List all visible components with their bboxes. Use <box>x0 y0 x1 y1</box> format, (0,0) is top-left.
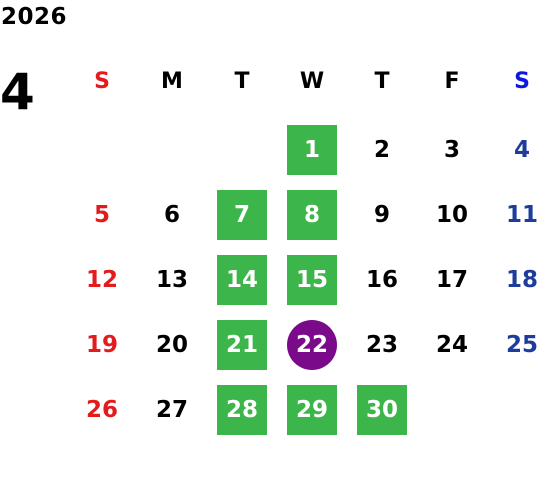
highlighted-day: 21 <box>217 320 267 370</box>
highlighted-day: 30 <box>357 385 407 435</box>
day-number: 20 <box>155 332 188 358</box>
day-number: 23 <box>365 332 398 358</box>
day-number: 6 <box>163 202 180 228</box>
day-cell[interactable]: 13 <box>137 255 207 305</box>
highlighted-day: 14 <box>217 255 267 305</box>
year-label: 2026 <box>1 4 68 30</box>
weekday-tuesday: T <box>234 69 250 94</box>
highlighted-day: 29 <box>287 385 337 435</box>
day-cell[interactable]: 11 <box>487 190 548 240</box>
highlighted-day: 8 <box>287 190 337 240</box>
day-cell[interactable]: 24 <box>417 320 487 370</box>
day-cell[interactable]: 7 <box>207 190 277 240</box>
day-number: 10 <box>435 202 468 228</box>
weekday-wednesday: W <box>299 69 325 94</box>
day-cell[interactable]: 28 <box>207 385 277 435</box>
day-cell[interactable]: 6 <box>137 190 207 240</box>
day-number: 18 <box>505 267 538 293</box>
weekday-sunday: S <box>94 69 110 94</box>
day-cell[interactable]: 20 <box>137 320 207 370</box>
highlighted-day: 7 <box>217 190 267 240</box>
month-number: 4 <box>0 63 35 121</box>
weekday-monday: M <box>161 69 183 94</box>
day-cell[interactable]: 4 <box>487 125 548 175</box>
highlighted-day: 28 <box>217 385 267 435</box>
day-cell[interactable]: 17 <box>417 255 487 305</box>
day-number: 25 <box>505 332 538 358</box>
today-marker: 22 <box>287 320 337 370</box>
day-number: 13 <box>155 267 188 293</box>
day-cell[interactable]: 25 <box>487 320 548 370</box>
weekday-friday: F <box>444 69 460 94</box>
day-cell[interactable]: 23 <box>347 320 417 370</box>
day-cell[interactable]: 18 <box>487 255 548 305</box>
day-cell[interactable]: 27 <box>137 385 207 435</box>
weekday-saturday: S <box>514 69 530 94</box>
day-number: 17 <box>435 267 468 293</box>
day-cell[interactable]: 10 <box>417 190 487 240</box>
day-number: 11 <box>505 202 538 228</box>
day-cell[interactable]: 12 <box>67 255 137 305</box>
day-number: 12 <box>85 267 118 293</box>
day-number: 16 <box>365 267 398 293</box>
day-number: 4 <box>513 137 530 163</box>
day-cell[interactable]: 5 <box>67 190 137 240</box>
day-number: 5 <box>93 202 110 228</box>
day-cell[interactable]: 19 <box>67 320 137 370</box>
day-cell[interactable]: 22 <box>277 320 347 370</box>
highlighted-day: 15 <box>287 255 337 305</box>
day-cell[interactable]: 3 <box>417 125 487 175</box>
day-number: 19 <box>85 332 118 358</box>
day-cell[interactable]: 2 <box>347 125 417 175</box>
day-cell[interactable]: 29 <box>277 385 347 435</box>
day-cell[interactable]: 16 <box>347 255 417 305</box>
day-number: 24 <box>435 332 468 358</box>
day-cell[interactable]: 26 <box>67 385 137 435</box>
day-number: 26 <box>85 397 118 423</box>
day-number: 3 <box>443 137 460 163</box>
day-cell[interactable]: 15 <box>277 255 347 305</box>
weekday-thursday: T <box>374 69 390 94</box>
day-number: 27 <box>155 397 188 423</box>
day-cell[interactable]: 9 <box>347 190 417 240</box>
weekday-header-row: S M T W T F S <box>67 62 548 102</box>
day-cell[interactable]: 14 <box>207 255 277 305</box>
day-cell[interactable]: 8 <box>277 190 347 240</box>
day-cell[interactable]: 30 <box>347 385 417 435</box>
day-number: 2 <box>373 137 390 163</box>
day-number: 9 <box>373 202 390 228</box>
highlighted-day: 1 <box>287 125 337 175</box>
day-cell[interactable]: 21 <box>207 320 277 370</box>
day-cell[interactable]: 1 <box>277 125 347 175</box>
